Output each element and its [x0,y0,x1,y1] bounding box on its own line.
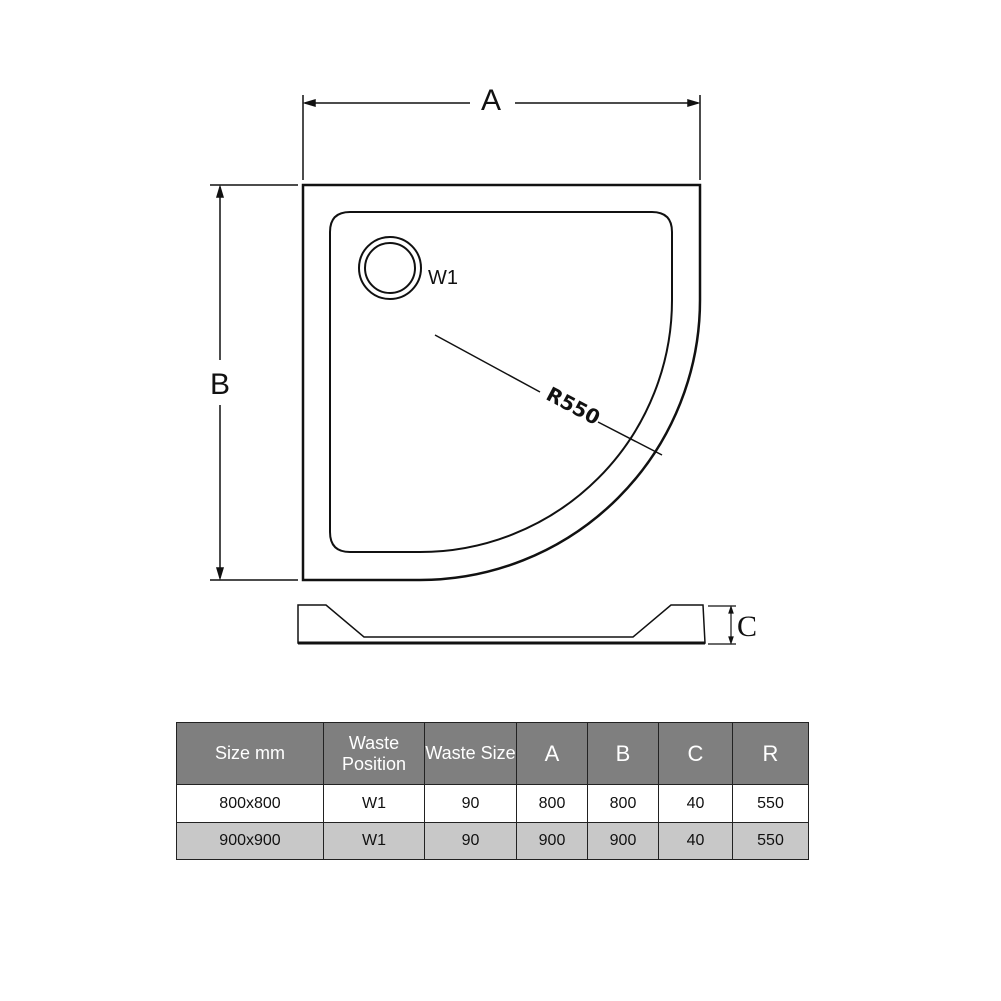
cell-waste-size: 90 [424,784,517,823]
header-a: A [516,722,588,785]
dimension-c-label: C [737,610,757,643]
dimension-a [302,95,701,180]
dimension-c [708,605,736,645]
table-row: 900x900 W1 90 900 900 40 550 [176,822,809,860]
header-r: R [732,722,809,785]
cell-waste-position: W1 [323,784,425,823]
cell-r: 550 [732,784,809,823]
tray-outline [301,183,702,582]
table-header: Size mm Waste Position Waste Size A B C … [176,722,809,785]
waste-outer-icon [358,236,422,300]
header-waste-position: Waste Position [323,722,425,785]
header-c: C [658,722,733,785]
dimension-b-label: B [210,368,230,401]
table-row: 800x800 W1 90 800 800 40 550 [176,784,809,823]
header-b: B [587,722,659,785]
waste-inner-icon [364,242,416,294]
radius-line [434,334,541,393]
cell-waste-position: W1 [323,822,425,860]
radius-label: R550 [542,382,604,430]
cell-r: 550 [732,822,809,860]
cell-a: 800 [516,784,588,823]
waste-label: W1 [428,267,458,289]
cell-size: 900x900 [176,822,324,860]
size-table: Size mm Waste Position Waste Size A B C … [176,722,809,860]
header-size: Size mm [176,722,324,785]
dimension-b [210,184,298,581]
cell-size: 800x800 [176,784,324,823]
basin-outline [329,211,673,553]
dimension-a-label: A [481,84,501,117]
cell-waste-size: 90 [424,822,517,860]
header-waste-size: Waste Size [424,722,517,785]
cell-c: 40 [658,784,733,823]
cell-a: 900 [516,822,588,860]
cell-b: 900 [587,822,659,860]
cell-c: 40 [658,822,733,860]
cell-b: 800 [587,784,659,823]
tray-side-profile [297,604,706,644]
